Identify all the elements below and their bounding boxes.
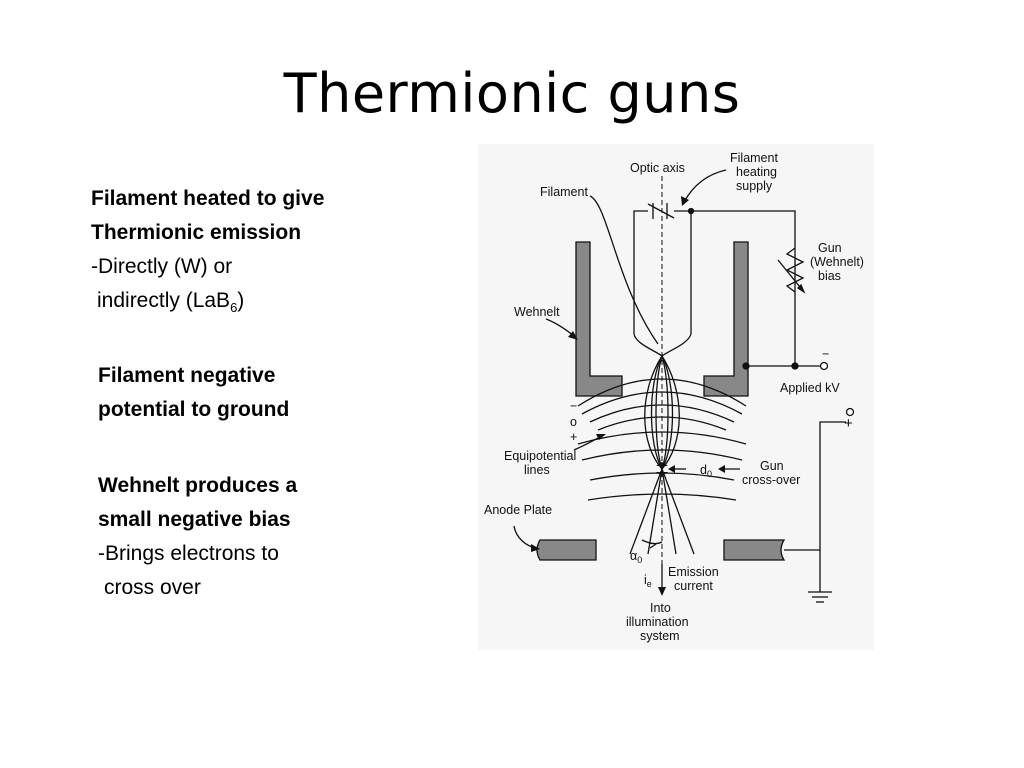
indirectly-close: ) bbox=[237, 289, 245, 312]
emission-current-label: Emission bbox=[668, 565, 719, 579]
anode-plate-label: Anode Plate bbox=[484, 503, 552, 517]
subscript-6: 6 bbox=[230, 300, 238, 316]
anode-leader bbox=[513, 525, 537, 549]
filament-heating-supply-label: Filament bbox=[730, 151, 778, 165]
bias-minus: − bbox=[570, 399, 577, 413]
ie-subscript: e bbox=[647, 579, 652, 589]
negative-bias-line: small negative bias bbox=[98, 508, 291, 531]
equipotential-label: Equipotential bbox=[504, 449, 576, 463]
ie-label: ie bbox=[644, 573, 652, 589]
equipotential-line bbox=[577, 378, 747, 407]
filament-lead-left bbox=[633, 210, 648, 334]
applied-kv-minus: − bbox=[822, 347, 829, 361]
indirectly-line: indirectly (LaB6) bbox=[91, 284, 324, 325]
wehnelt-produces-line: Wehnelt produces a bbox=[98, 474, 298, 497]
d0-label: d0 bbox=[700, 463, 712, 479]
text-block-wehnelt: Wehnelt produces a small negative bias -… bbox=[98, 469, 297, 605]
indirectly-text: indirectly (LaB bbox=[97, 289, 231, 312]
d0-text: d bbox=[700, 463, 707, 477]
brings-electrons-line: -Brings electrons to bbox=[98, 542, 279, 565]
alpha-label: α0 bbox=[630, 549, 642, 565]
filament-heating-supply-label-3: supply bbox=[736, 179, 773, 193]
filament-negative-line: Filament negative bbox=[98, 364, 276, 387]
applied-kv-label: Applied kV bbox=[780, 381, 840, 395]
gun-bias-label-2: (Wehnelt) bbox=[810, 255, 864, 269]
supply-leader bbox=[683, 169, 727, 203]
ie-text: i bbox=[644, 573, 647, 587]
into-illumination-label: Into bbox=[650, 601, 671, 615]
bias-resistor bbox=[785, 247, 805, 293]
heating-supply-wire bbox=[691, 210, 796, 367]
equipotential-leader bbox=[573, 435, 603, 451]
bias-plus: + bbox=[570, 430, 577, 444]
equipotential-label-2: lines bbox=[524, 463, 550, 477]
gun-crossover-label-2: cross-over bbox=[742, 473, 800, 487]
directly-line: -Directly (W) or bbox=[91, 255, 233, 278]
filament-label: Filament bbox=[540, 185, 588, 199]
filament-heating-supply-label-2: heating bbox=[736, 165, 777, 179]
ground-plus: + bbox=[844, 415, 853, 432]
anode-plate-left bbox=[536, 539, 597, 561]
gun-bias-label-3: bias bbox=[818, 269, 841, 283]
filament-leader bbox=[589, 195, 659, 345]
d0-subscript: 0 bbox=[707, 469, 712, 479]
cross-over-line: cross over bbox=[104, 576, 201, 599]
text-block-filament-heated: Filament heated to give Thermionic emiss… bbox=[91, 182, 324, 325]
alpha-subscript: 0 bbox=[637, 555, 642, 565]
potential-ground-line: potential to ground bbox=[98, 398, 290, 421]
wehnelt-right bbox=[703, 241, 749, 397]
anode-plate-right bbox=[723, 539, 786, 561]
into-illumination-label-2: illumination bbox=[626, 615, 689, 629]
wehnelt-left bbox=[575, 241, 623, 397]
thermionic-gun-diagram: Optic axis Filament heating supply Filam… bbox=[478, 144, 874, 650]
alpha-leader bbox=[649, 543, 657, 549]
filament-lead-right bbox=[674, 210, 692, 334]
gun-bias-label: Gun bbox=[818, 241, 842, 255]
wehnelt-label: Wehnelt bbox=[514, 305, 560, 319]
into-illumination-label-3: system bbox=[640, 629, 680, 643]
slide-title: Thermionic guns bbox=[283, 62, 741, 125]
thermionic-emission-line: Thermionic emission bbox=[91, 221, 302, 244]
ground-wire bbox=[784, 421, 846, 551]
gun-crossover-label: Gun bbox=[760, 459, 784, 473]
alpha-text: α bbox=[630, 549, 637, 563]
bias-zero: o bbox=[570, 415, 577, 429]
emission-current-label-2: current bbox=[674, 579, 713, 593]
text-block-filament-negative: Filament negative potential to ground bbox=[98, 359, 289, 427]
beam-ray bbox=[650, 355, 663, 470]
supply-cell bbox=[647, 203, 675, 219]
filament-heated-line: Filament heated to give bbox=[91, 187, 325, 210]
wehnelt-leader bbox=[545, 318, 575, 337]
optic-axis-label: Optic axis bbox=[630, 161, 685, 175]
